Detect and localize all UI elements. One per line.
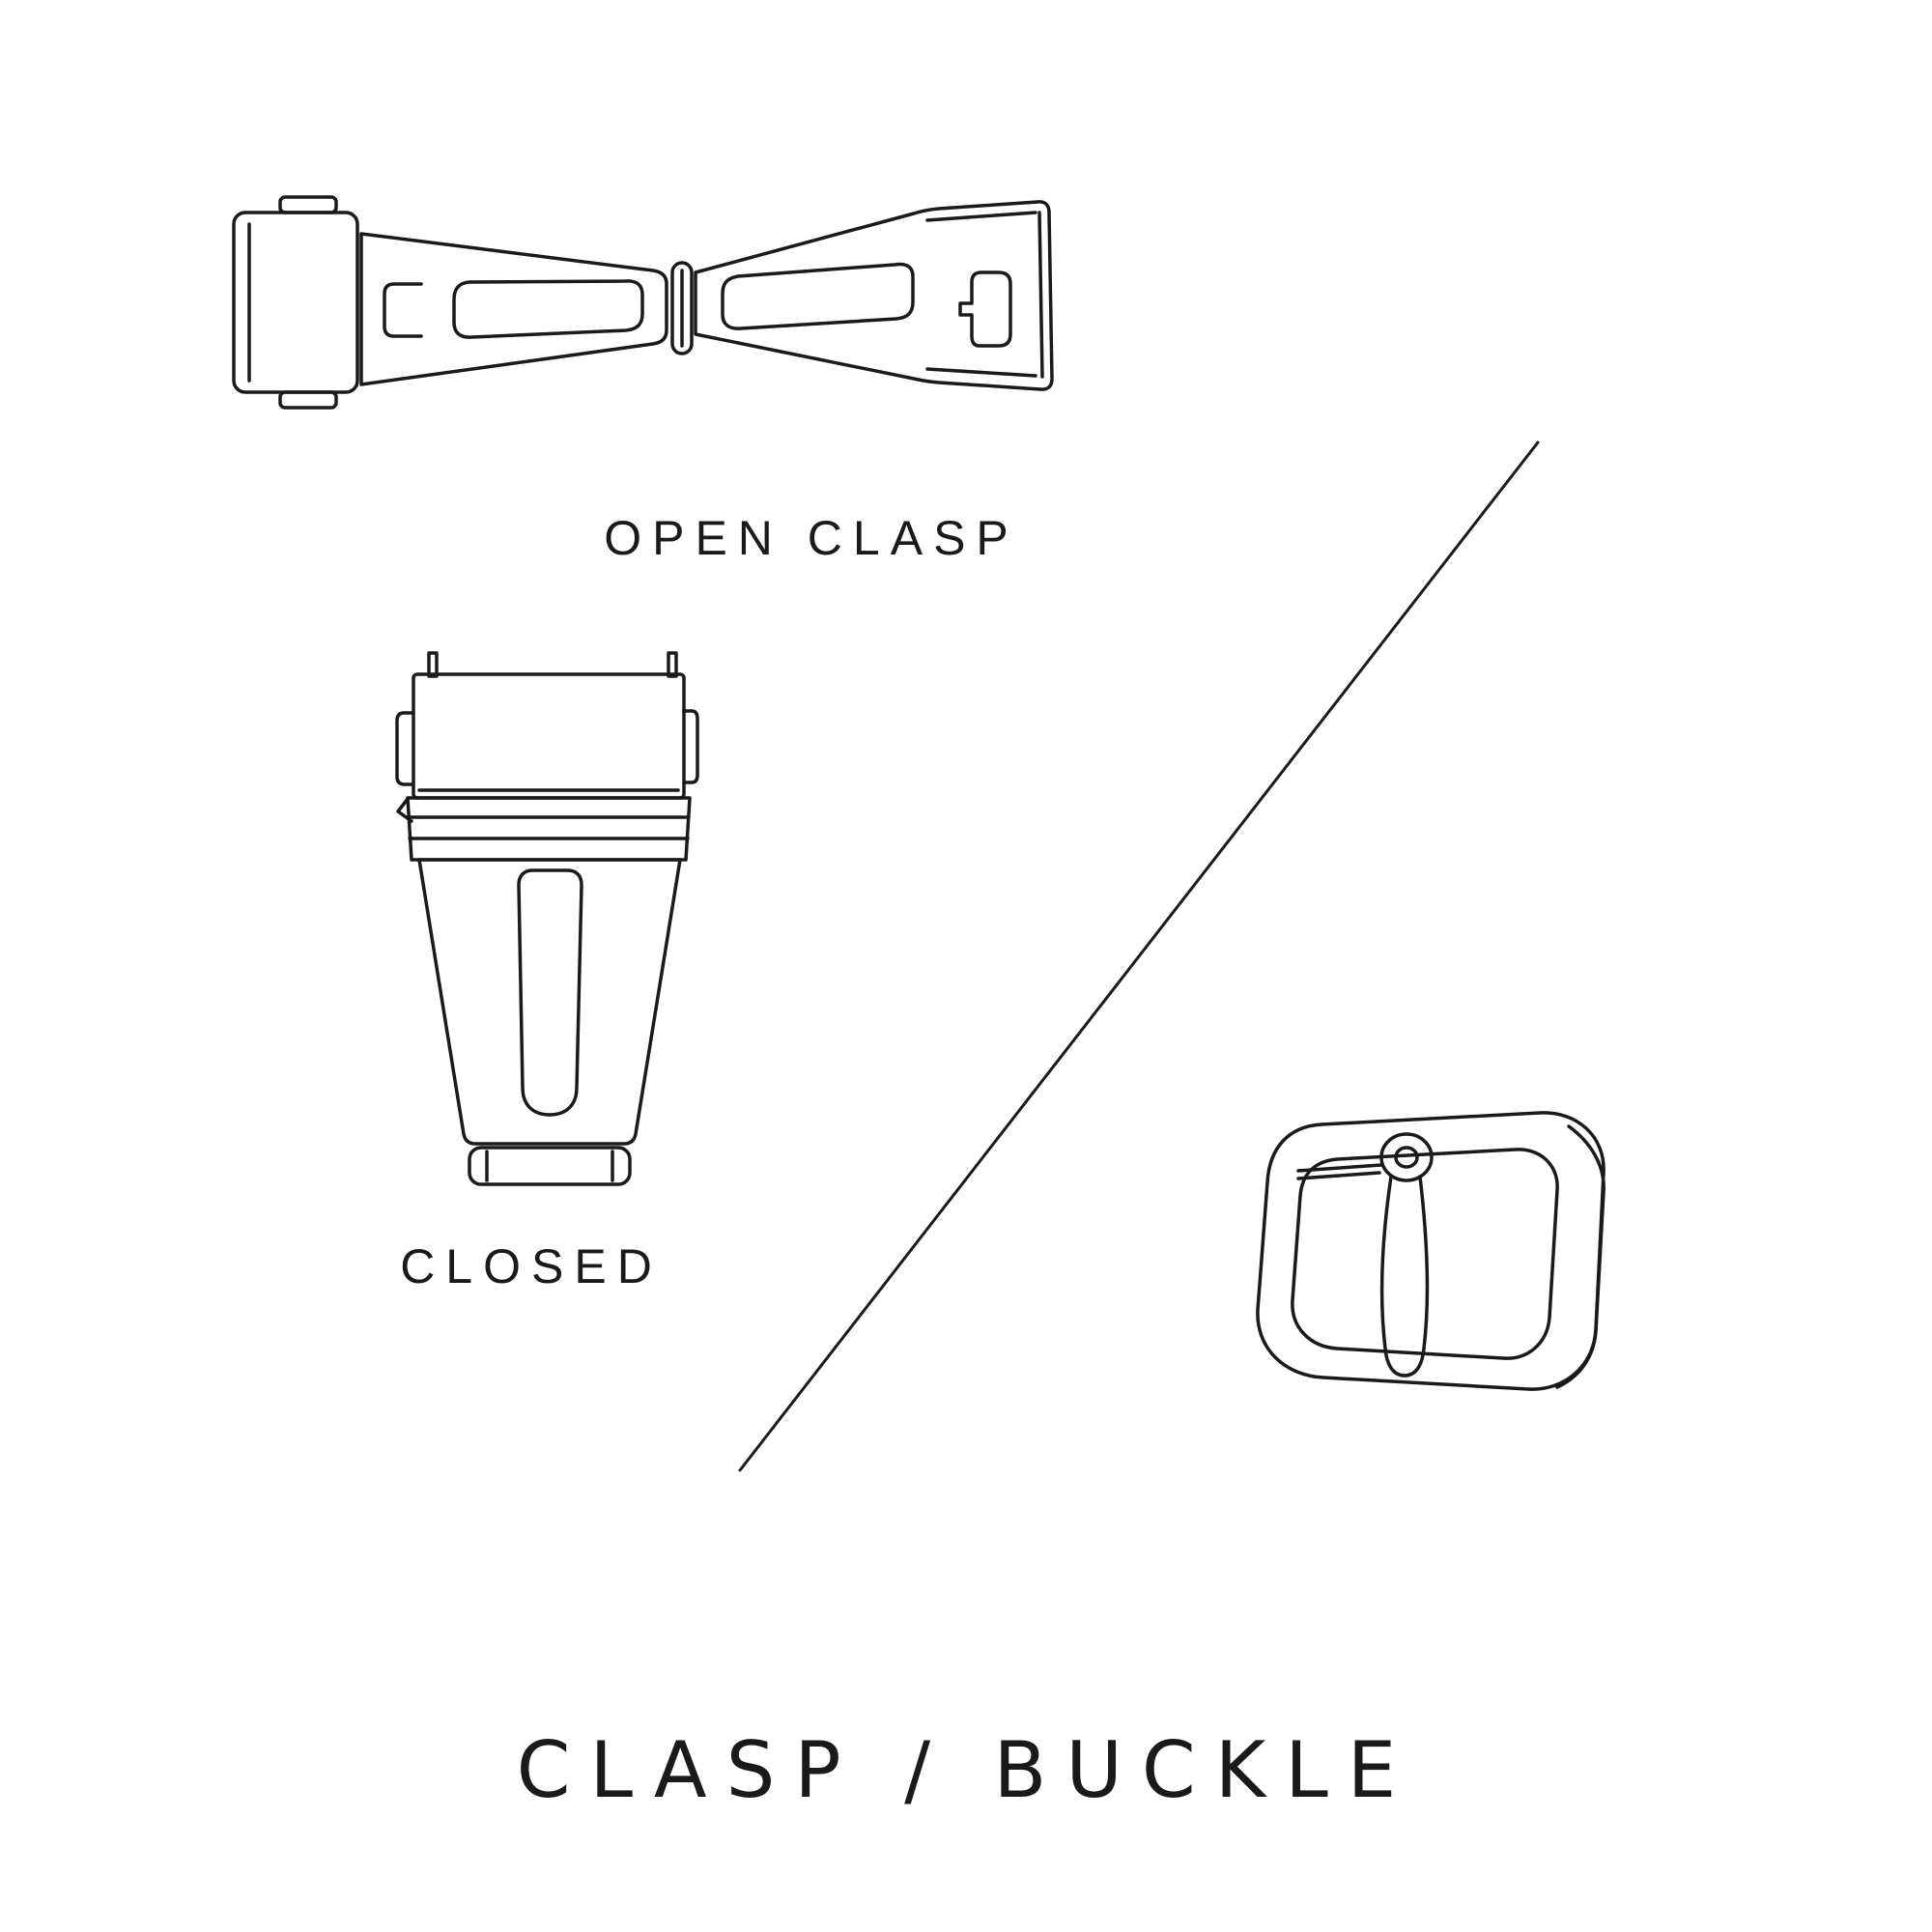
figure-pin-buckle: [1229, 1088, 1625, 1411]
page-title: CLASP / BUCKLE: [516, 1725, 1416, 1815]
pin-buckle-illustration-icon: [1256, 1111, 1605, 1391]
open-clasp-illustration-icon: [232, 195, 1054, 410]
closed-clasp-illustration-icon: [395, 651, 699, 1186]
figure-closed-clasp: [384, 651, 699, 1188]
figure-open-clasp: [220, 180, 1293, 489]
closed-clasp-label: CLOSED: [400, 1239, 663, 1293]
open-clasp-label: OPEN CLASP: [604, 511, 1019, 565]
